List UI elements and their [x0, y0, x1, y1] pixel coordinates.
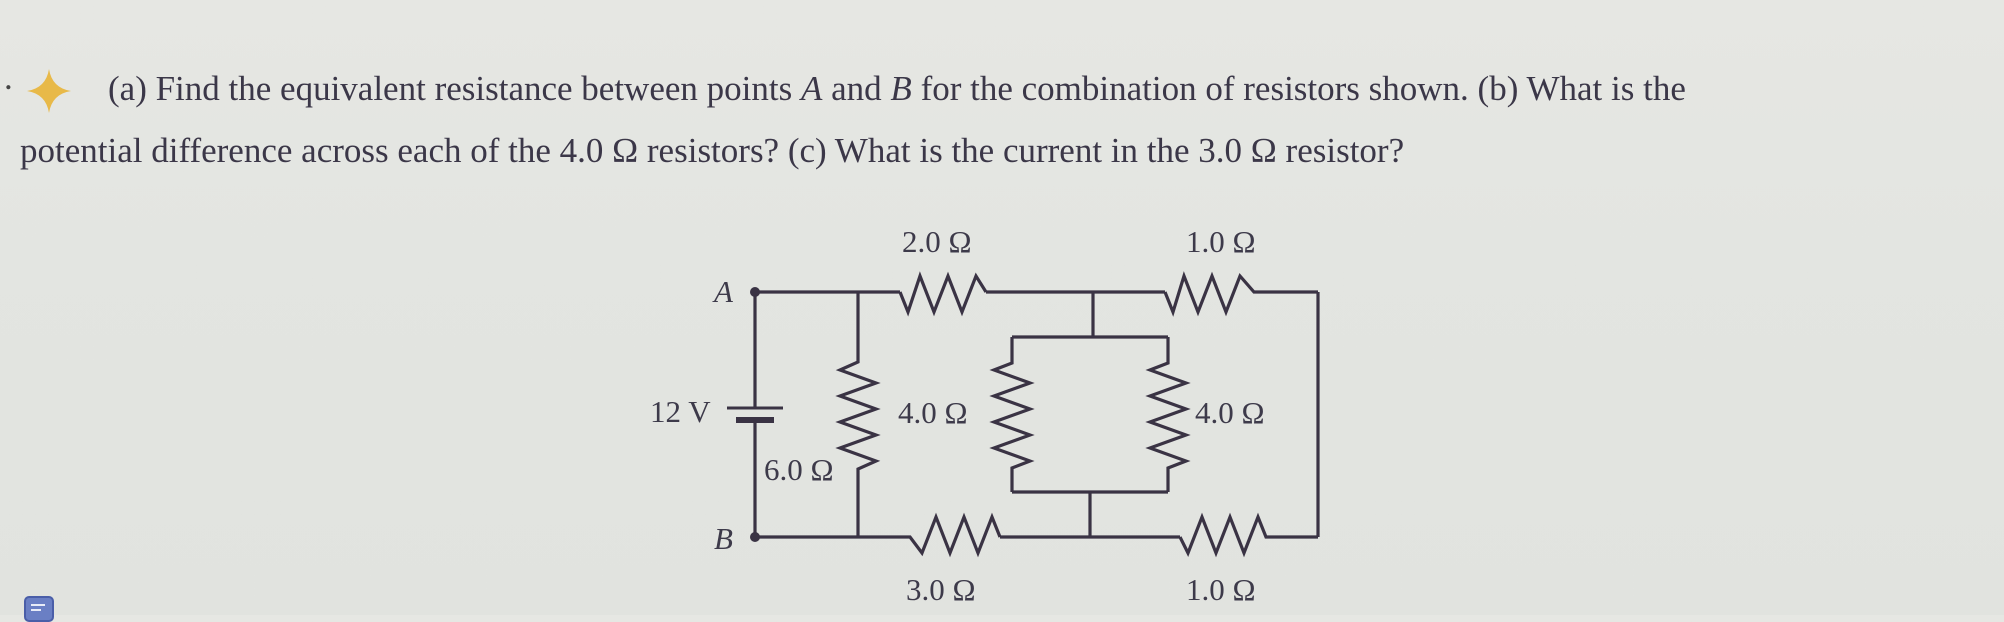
terminal-a-label: A [712, 274, 734, 309]
resistor-2ohm [898, 271, 988, 317]
problem-line-1: (a) Find the equivalent resistance betwe… [108, 58, 1686, 120]
point-b-var: B [890, 69, 912, 108]
problem-line-2: potential difference across each of the … [20, 131, 1405, 170]
note-icon[interactable] [24, 596, 54, 622]
resistor-1ohm-bottom [1178, 512, 1318, 558]
resistor-3ohm-label: 3.0 Ω [906, 572, 976, 607]
resistor-6ohm [835, 292, 881, 537]
terminal-b-dot[interactable] [750, 532, 760, 542]
battery-12v [727, 406, 783, 423]
terminal-a-dot[interactable] [750, 287, 760, 297]
part-a-text: (a) Find the equivalent resistance betwe… [108, 69, 801, 108]
four-point-star-icon [27, 69, 71, 113]
resistor-1ohm-bottom-label: 1.0 Ω [1186, 572, 1256, 607]
resistor-6ohm-label: 6.0 Ω [764, 452, 834, 487]
resistor-3ohm [755, 512, 1002, 558]
resistor-1ohm-top-label: 1.0 Ω [1186, 224, 1256, 259]
resistor-4ohm-inner-right [1145, 337, 1191, 492]
terminal-b-label: B [714, 521, 733, 556]
resistor-4ohm-inner-right-label: 4.0 Ω [1195, 395, 1265, 430]
question-marker: . [4, 58, 13, 97]
conjunction-text: and [822, 69, 891, 108]
resistor-4ohm-inner-left [989, 337, 1035, 492]
part-a-b-text: for the combination of resistors shown. … [911, 69, 1686, 108]
battery-label: 12 V [650, 394, 711, 429]
resistor-4ohm-inner-left-label: 4.0 Ω [898, 395, 968, 430]
point-a-var: A [800, 69, 823, 108]
resistor-1ohm-top [1163, 271, 1318, 317]
resistor-2ohm-label: 2.0 Ω [902, 224, 972, 259]
